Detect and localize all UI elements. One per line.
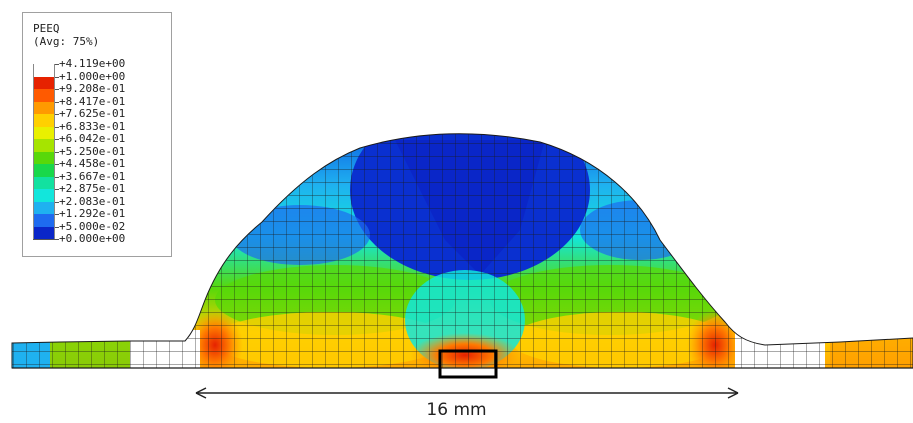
legend-level-label: +4.458e-01 [59, 157, 126, 170]
legend-swatch [33, 201, 55, 215]
legend-subtitle: (Avg: 75%) [33, 35, 100, 48]
contour-field [12, 133, 913, 368]
legend-level-label: +7.625e-01 [59, 107, 126, 120]
mesh-outline [11, 133, 913, 369]
legend-swatch [33, 214, 55, 227]
legend-swatch [33, 139, 55, 152]
legend-swatch [33, 114, 55, 127]
legend-level-label: +4.119e+00 [59, 57, 126, 70]
legend-level-label: +2.083e-01 [59, 194, 126, 208]
legend-swatch [33, 151, 55, 165]
legend-swatch [33, 226, 55, 240]
legend-swatch [33, 176, 55, 190]
color-legend: PEEQ (Avg: 75%) +4.119e+00+1.000e+00+9.2… [22, 12, 172, 257]
legend-level-label: +8.417e-01 [59, 94, 126, 108]
legend-swatch [33, 189, 55, 202]
arrow-head-right [727, 387, 739, 399]
legend-swatch [33, 126, 55, 140]
legend-swatch [33, 64, 55, 77]
legend-level-label: +6.042e-01 [59, 132, 126, 145]
highlight-box [438, 349, 498, 379]
arrow-head-left [195, 387, 207, 399]
legend-level-label: +5.000e-02 [59, 219, 126, 233]
legend-level-label: +1.292e-01 [59, 207, 126, 220]
legend-level-label: +6.833e-01 [59, 119, 126, 133]
legend-level-label: +9.208e-01 [59, 82, 126, 95]
legend-tick [33, 239, 59, 240]
legend-title: PEEQ [33, 22, 60, 35]
dimension-arrow [195, 387, 739, 399]
legend-level-label: +3.667e-01 [59, 169, 126, 183]
legend-level-label: +2.875e-01 [59, 182, 126, 195]
legend-swatch [33, 89, 55, 102]
legend-swatch [33, 76, 55, 90]
legend-level-label: +1.000e+00 [59, 69, 126, 83]
legend-level-label: +5.250e-01 [59, 144, 126, 158]
legend-swatch [33, 101, 55, 115]
dimension-label: 16 mm [426, 400, 487, 420]
legend-swatch [33, 164, 55, 177]
legend-level-label: +0.000e+00 [59, 232, 126, 245]
